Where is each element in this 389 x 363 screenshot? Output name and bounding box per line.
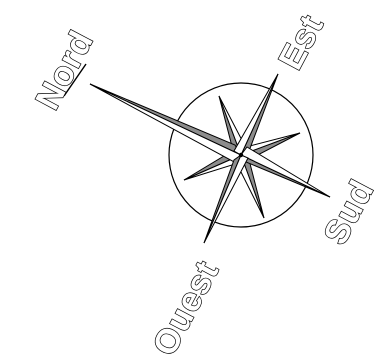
label-east: Est: [272, 9, 332, 76]
label-west: Ouest: [146, 254, 227, 361]
label-north: Nord: [29, 24, 102, 115]
label-south: Sud: [317, 174, 382, 251]
compass-center: [239, 153, 243, 157]
